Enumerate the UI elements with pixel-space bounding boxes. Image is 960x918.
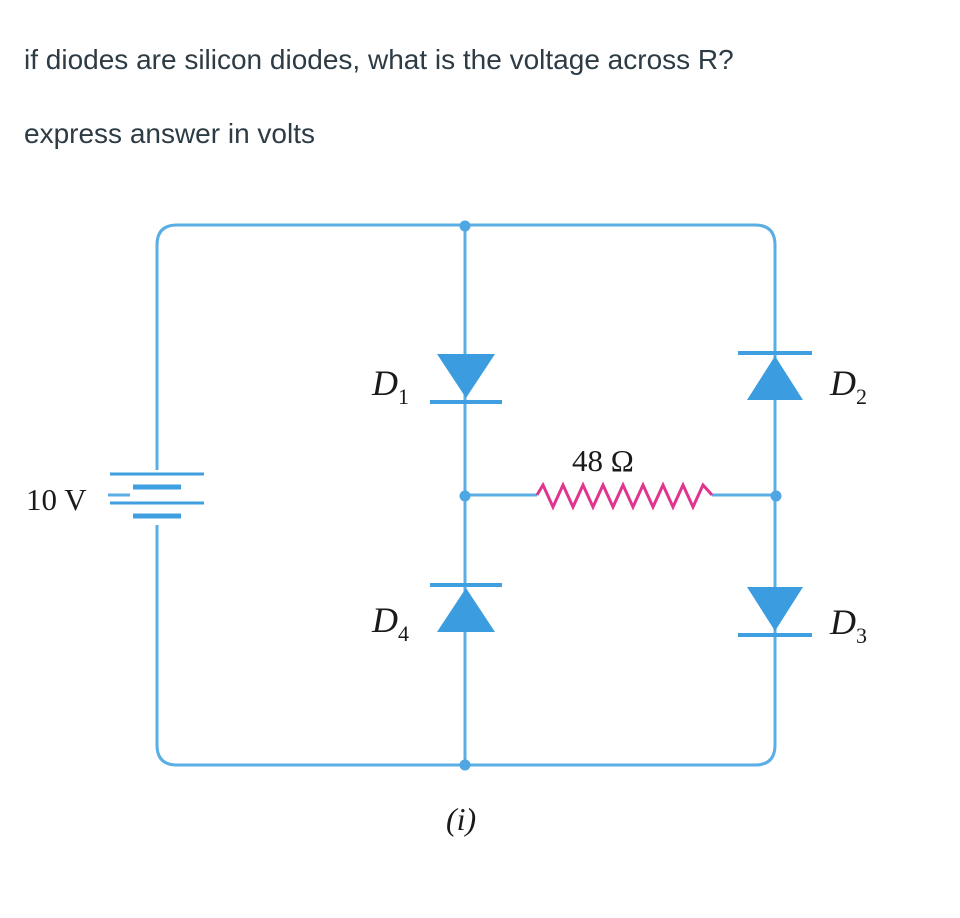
diode-d1-symbol	[430, 354, 502, 404]
diode-d2-label: D2	[829, 363, 867, 409]
junction-dot-top	[459, 220, 471, 232]
diode-d4-label: D4	[371, 600, 409, 646]
junction-dot-bottom	[459, 759, 471, 771]
diode-d3-label: D3	[829, 602, 867, 648]
diode-d1-label: D1	[371, 363, 409, 409]
source-voltage-label: 10 V	[26, 482, 87, 517]
diode-d2-symbol	[738, 351, 812, 400]
question-line-2: express answer in volts	[24, 118, 316, 149]
resistor-symbol	[535, 481, 714, 511]
junction-dot-mid-left	[459, 490, 471, 502]
junction-dot-mid-right	[770, 490, 782, 502]
diode-d3-symbol	[738, 587, 812, 637]
resistor-value-label: 48 Ω	[572, 443, 634, 478]
question-line-1: if diodes are silicon diodes, what is th…	[24, 44, 734, 75]
circuit-caption: (i)	[446, 801, 476, 837]
diode-d4-symbol	[430, 583, 502, 632]
battery-symbol	[110, 472, 204, 519]
